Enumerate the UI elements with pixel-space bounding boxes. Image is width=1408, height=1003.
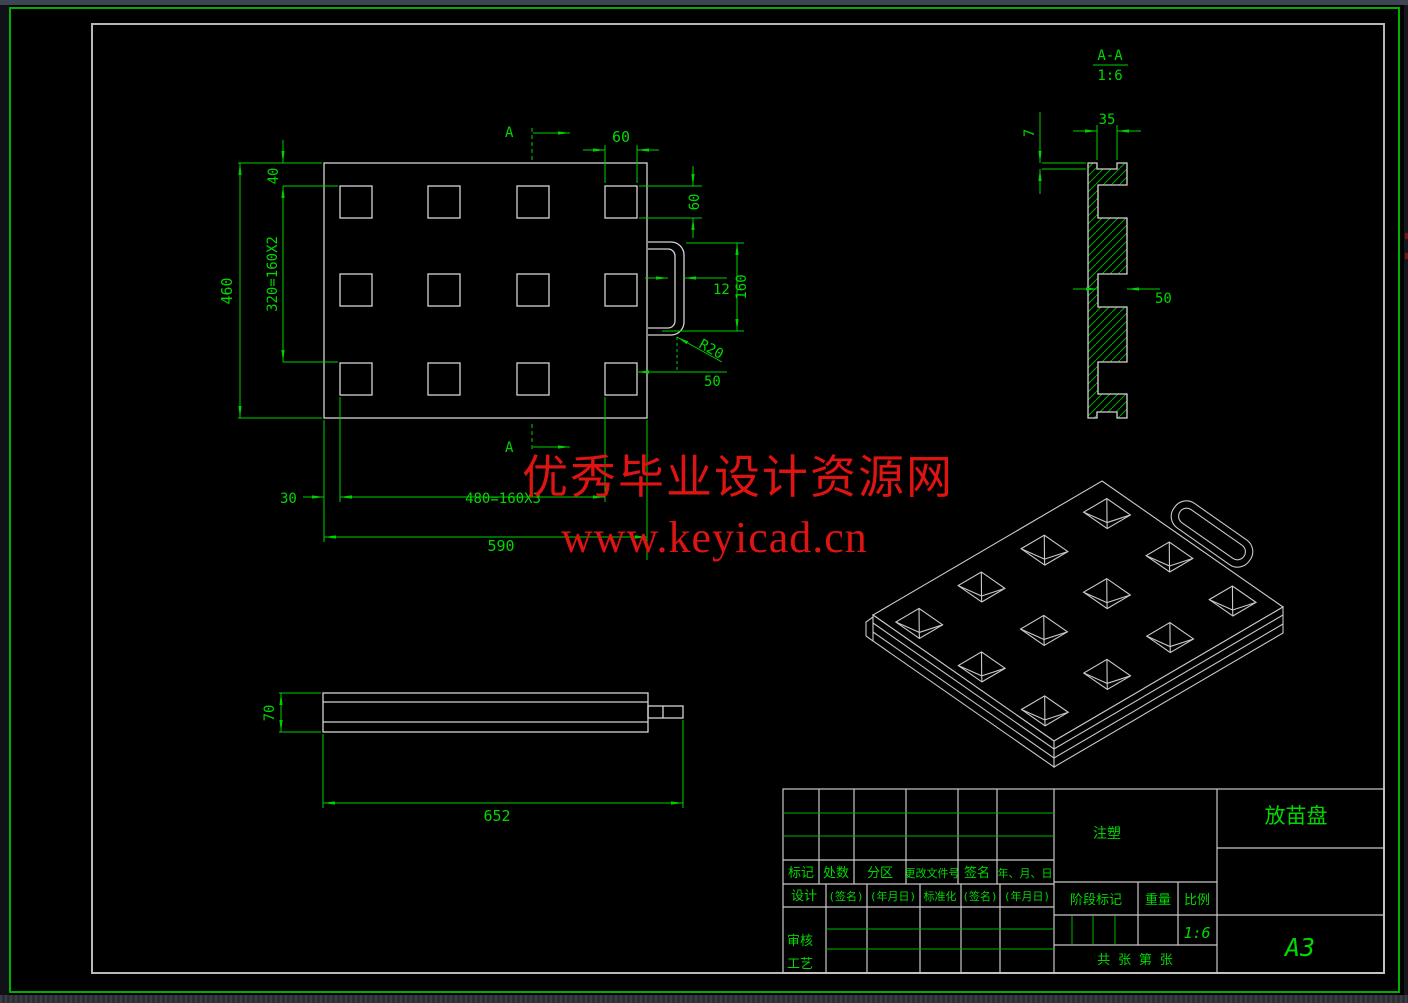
dim-35: 35	[1099, 112, 1116, 128]
tb-signature2: (签名)	[962, 889, 997, 903]
iso-top-face	[871, 480, 1285, 742]
dim-60-right: 60	[687, 194, 703, 211]
dim-590: 590	[487, 537, 514, 555]
side-view: 70 652	[262, 692, 684, 825]
dim-320: 320=160X2	[265, 236, 281, 312]
left-panel-strip[interactable]	[0, 5, 9, 995]
side-text: 70 652	[262, 705, 511, 825]
dim-160: 160	[734, 274, 750, 299]
side-dimensions	[279, 692, 684, 808]
tb-paper-size: A3	[1283, 933, 1315, 962]
tb-weight: 重量	[1145, 892, 1171, 908]
iso-corner-notch	[865, 616, 874, 642]
dim-60-top: 60	[612, 128, 630, 146]
tb-count: 处数	[823, 866, 849, 881]
tb-sigdate: (年月日)	[870, 889, 916, 903]
section-label-top: A	[505, 125, 514, 141]
tb-design: 设计	[791, 889, 817, 904]
dim-7: 7	[1022, 129, 1038, 137]
section-text: A-A 1:6 35 7 50	[1022, 48, 1172, 307]
tb-stage: 阶段标记	[1070, 893, 1122, 908]
iso-band-line1	[872, 614, 1284, 750]
sheet-border	[9, 7, 1400, 993]
tb-material: 注塑	[1093, 826, 1121, 842]
window-top-bar	[0, 0, 1408, 5]
section-label-bottom: A	[505, 440, 514, 456]
right-strip-marker	[1405, 253, 1408, 259]
iso-handle	[1170, 500, 1254, 568]
iso-view	[865, 480, 1285, 769]
tb-sign: 签名	[964, 865, 990, 881]
dim-12: 12	[713, 282, 730, 298]
tb-zone: 分区	[867, 866, 893, 881]
right-strip-marker	[1405, 233, 1408, 239]
watermark-site-name: 优秀毕业设计资源网	[522, 452, 954, 503]
tb-check: 审核	[787, 934, 813, 949]
tb-sigdate2: (年月日)	[1004, 889, 1050, 903]
section-title: A-A	[1097, 48, 1123, 64]
tb-scale-label: 比例	[1184, 893, 1210, 908]
tb-standard: 标准化	[924, 889, 957, 903]
tb-docno: 更改文件号	[905, 866, 960, 880]
section-strip	[1087, 162, 1128, 419]
dim-460: 460	[218, 277, 236, 304]
dim-30: 30	[280, 491, 297, 507]
dim-40: 40	[266, 168, 282, 185]
plan-dim-text: 460 320=160X2 40 60 60 12 160 R20 50 A A…	[218, 125, 750, 555]
handle-outline	[648, 241, 685, 336]
tb-sheet: 共 张 第 张	[1097, 953, 1172, 968]
dim-480: 480=160X3	[465, 491, 541, 507]
title-block-text: 标记 处数 分区 更改文件号 签名 年、月、日 设计 (签名) (年月日) 标准…	[787, 804, 1328, 972]
window-status-bar	[0, 995, 1408, 1003]
section-scale: 1:6	[1097, 68, 1122, 84]
iso-band-line2	[872, 623, 1284, 759]
title-block-gray-lines	[782, 788, 1385, 974]
section-dimensions	[1038, 64, 1160, 291]
section-view: A-A 1:6 35 7 50	[1022, 48, 1172, 419]
iso-holes	[894, 497, 1258, 727]
dim-652: 652	[483, 807, 510, 825]
dim-r20: R20	[696, 337, 726, 363]
tb-scale-value: 1:6	[1183, 924, 1210, 942]
title-block: 标记 处数 分区 更改文件号 签名 年、月、日 设计 (签名) (年月日) 标准…	[782, 788, 1385, 974]
title-block-green-lines	[783, 812, 1116, 950]
plan-geometry	[323, 162, 685, 419]
dim-50: 50	[704, 374, 721, 390]
right-panel-strip[interactable]	[1404, 5, 1408, 995]
handle-inner	[648, 248, 676, 329]
watermark-url: www.keyicad.cn	[561, 513, 868, 562]
tb-mark: 标记	[788, 866, 814, 881]
side-geometry	[322, 692, 684, 733]
tb-signature: (签名)	[828, 889, 863, 903]
tb-part-name: 放苗盘	[1265, 804, 1328, 828]
plan-dimensions	[238, 128, 744, 560]
dim-50-section: 50	[1155, 291, 1172, 307]
tb-process: 工艺	[787, 957, 813, 972]
dim-70: 70	[262, 705, 278, 722]
plan-view: 460 320=160X2 40 60 60 12 160 R20 50 A A…	[218, 125, 750, 560]
tb-date: 年、月、日	[998, 866, 1053, 880]
